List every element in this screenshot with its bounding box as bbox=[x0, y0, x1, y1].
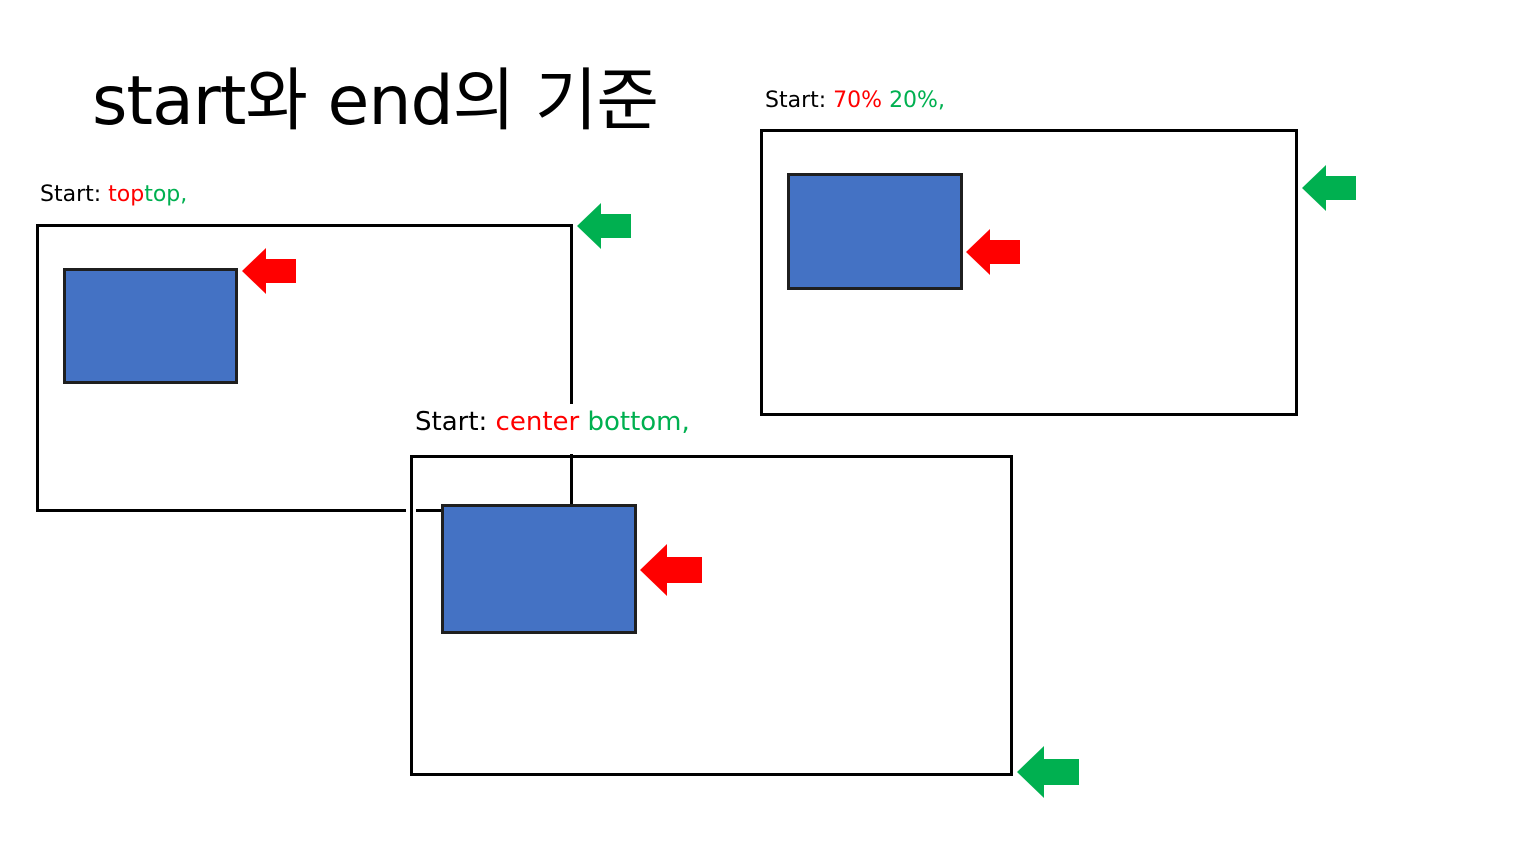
start-arrow-icon bbox=[966, 229, 1020, 275]
panel-label-center-bottom: Start: center bottom, bbox=[415, 406, 690, 438]
scroller-frame-top-top bbox=[36, 224, 573, 512]
page-title: start와 end의 기준 bbox=[92, 62, 659, 141]
start-value: top bbox=[108, 182, 145, 207]
label-prefix: Start: bbox=[415, 407, 488, 437]
scroller-frame-center-bottom bbox=[410, 455, 1013, 776]
start-value: 70% bbox=[833, 88, 883, 113]
panel-label-top-top: Start: toptop, bbox=[40, 181, 187, 209]
end-value: top, bbox=[144, 182, 188, 207]
label-prefix: Start: bbox=[40, 182, 102, 207]
trigger-element-top-top bbox=[63, 268, 238, 384]
trigger-element-70-20 bbox=[787, 173, 963, 290]
start-arrow-icon bbox=[242, 248, 296, 294]
end-value: 20%, bbox=[889, 88, 945, 113]
label-backdrop bbox=[408, 404, 576, 454]
start-value: center bbox=[495, 407, 580, 437]
scroller-frame-70-20 bbox=[760, 129, 1298, 416]
panel-label-70-20: Start: 70% 20%, bbox=[765, 87, 945, 115]
trigger-element-center-bottom bbox=[441, 504, 637, 634]
end-arrow-icon bbox=[577, 203, 631, 249]
end-arrow-icon bbox=[1302, 165, 1356, 211]
end-value: bottom, bbox=[587, 407, 690, 437]
label-prefix: Start: bbox=[765, 88, 827, 113]
end-arrow-icon bbox=[1017, 746, 1079, 798]
start-arrow-icon bbox=[640, 544, 702, 596]
